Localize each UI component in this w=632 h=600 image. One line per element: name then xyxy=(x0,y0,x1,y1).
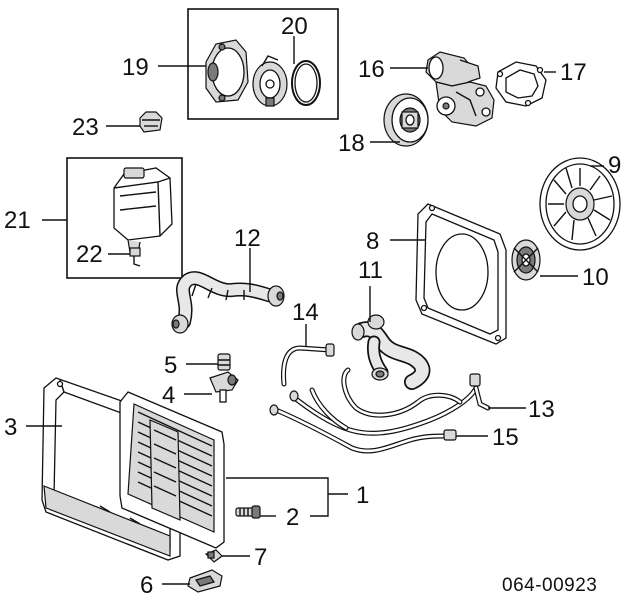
callout-17: 17 xyxy=(560,59,587,86)
callout-2: 2 xyxy=(286,504,299,531)
callout-6: 6 xyxy=(140,572,153,599)
water-pump-gasket xyxy=(495,61,547,107)
fan-shroud xyxy=(415,203,507,345)
callout-20: 20 xyxy=(281,13,308,40)
callout-11: 11 xyxy=(358,257,383,284)
expansion-tank-cap xyxy=(139,111,163,133)
callout-22: 22 xyxy=(76,241,103,268)
temperature-sensor xyxy=(217,353,231,371)
water-pump xyxy=(435,81,495,127)
lower-radiator-hose xyxy=(351,314,431,390)
drain-plug xyxy=(209,371,239,403)
radiator xyxy=(119,391,225,549)
mounting-bolt xyxy=(235,505,261,519)
radiator-mount-bracket xyxy=(187,569,223,593)
callout-19: 19 xyxy=(122,54,149,81)
callout-14: 14 xyxy=(292,299,319,326)
callout-23: 23 xyxy=(72,114,99,141)
callout-labels: 19 20 16 17 18 23 9 21 22 12 8 10 11 14 … xyxy=(4,13,621,599)
coolant-hose-14 xyxy=(281,343,335,387)
callout-4: 4 xyxy=(162,382,175,409)
callout-7: 7 xyxy=(254,544,267,571)
thermostat xyxy=(252,55,288,107)
expansion-tank-group-box xyxy=(66,157,183,279)
callout-16: 16 xyxy=(358,56,385,83)
callout-12: 12 xyxy=(234,225,261,252)
callout-18: 18 xyxy=(338,130,365,157)
pump-pulley xyxy=(383,93,429,147)
upper-radiator-hose xyxy=(171,271,285,334)
thermostat-cover-housing xyxy=(425,51,481,87)
thermostat-housing xyxy=(205,39,249,103)
expansion-tank xyxy=(113,167,173,255)
callout-5: 5 xyxy=(164,352,177,379)
coolant-hose-13 xyxy=(289,367,491,436)
fan-clutch xyxy=(511,239,541,281)
callout-10: 10 xyxy=(582,264,609,291)
retaining-clip xyxy=(204,549,223,563)
coolant-hose-15 xyxy=(269,387,457,454)
diagram-code: 064-00923 xyxy=(502,575,597,596)
callout-9: 9 xyxy=(608,152,621,179)
thermostat-group-box xyxy=(187,8,339,120)
callout-15: 15 xyxy=(492,424,519,451)
cooling-fan xyxy=(539,157,621,251)
callout-1: 1 xyxy=(356,482,369,509)
callout-8: 8 xyxy=(366,228,379,255)
callout-21: 21 xyxy=(4,207,31,234)
tank-level-sensor xyxy=(129,247,141,267)
callout-13: 13 xyxy=(528,396,555,423)
callout-3: 3 xyxy=(4,414,17,441)
leader-lines xyxy=(26,36,604,585)
